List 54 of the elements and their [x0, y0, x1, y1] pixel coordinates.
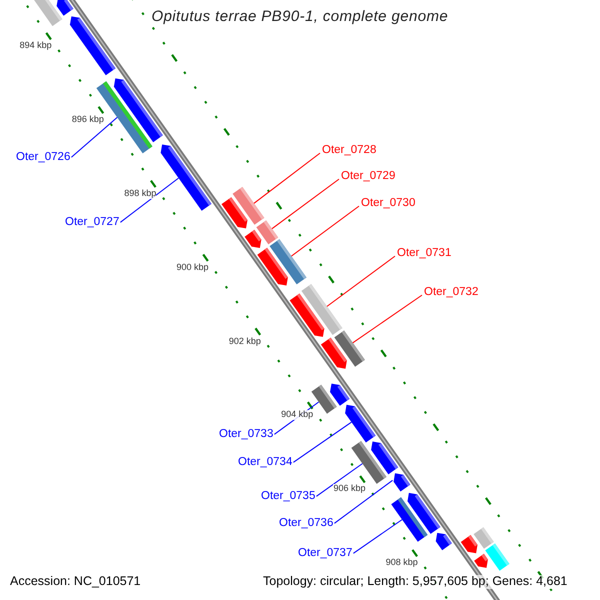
gene-block	[70, 16, 116, 76]
gene-block	[256, 220, 278, 244]
gene-block	[436, 532, 452, 550]
gene-block	[485, 544, 510, 571]
diagram-title: Opitutus terrae PB90-1, complete genome	[152, 9, 448, 26]
gene-label: Oter_0733	[219, 428, 274, 441]
gene-block	[474, 554, 488, 568]
leader-line	[292, 422, 352, 463]
gene-label: Oter_0730	[361, 197, 416, 210]
gene-block	[232, 186, 264, 225]
gene-block	[460, 535, 478, 554]
scale-label: 900 kbp	[176, 262, 209, 273]
gene-block	[408, 492, 440, 534]
leader-line	[316, 463, 363, 497]
gene-block	[56, 0, 74, 16]
gene-label: Oter_0731	[397, 247, 452, 260]
scale-label: 904 kbp	[281, 410, 314, 420]
leader-line	[334, 480, 394, 524]
leader-line	[352, 519, 403, 554]
leader-line	[70, 116, 118, 158]
leader-line	[254, 152, 320, 204]
gene-block	[244, 230, 262, 248]
scale-label: 906 kbp	[333, 484, 366, 494]
scale-label: 896 kbp	[72, 115, 104, 125]
gene-block	[345, 404, 376, 442]
scale-label: 894 kbp	[20, 41, 52, 52]
scale-label: 908 kbp	[386, 558, 418, 568]
gene-label: Oter_0736	[279, 517, 334, 530]
gene-block	[301, 284, 342, 335]
leader-line	[272, 178, 340, 230]
gene-label: Oter_0735	[261, 490, 316, 503]
gene-label: Oter_0734	[238, 456, 292, 469]
genome-summary: Topology: circular; Length: 5,957,605 bp; Genes: 4,681	[262, 575, 568, 589]
gene-label: Oter_0727	[65, 216, 120, 229]
leader-line	[326, 256, 396, 307]
gene-block	[160, 144, 212, 211]
gene-block	[114, 78, 163, 142]
gene-block	[371, 442, 398, 474]
leader-line	[352, 294, 422, 344]
gene-block	[394, 473, 410, 492]
scale-label: 902 kbp	[228, 336, 261, 346]
accession-text: Accession: NC_010571	[9, 575, 142, 589]
leader-line	[290, 206, 360, 257]
gene-label: Oter_0728	[322, 144, 376, 157]
gene-block	[474, 527, 494, 549]
scale-label: 898 kbp	[124, 188, 156, 199]
gene-block	[330, 384, 350, 406]
leader-line	[120, 178, 179, 223]
gene-label: Oter_0726	[16, 151, 70, 164]
gene-label: Oter_0737	[298, 547, 352, 560]
gene-label: Oter_0729	[341, 170, 396, 183]
gene-block	[334, 330, 365, 367]
gene-block	[270, 239, 306, 284]
gene-label: Oter_0732	[424, 286, 478, 299]
